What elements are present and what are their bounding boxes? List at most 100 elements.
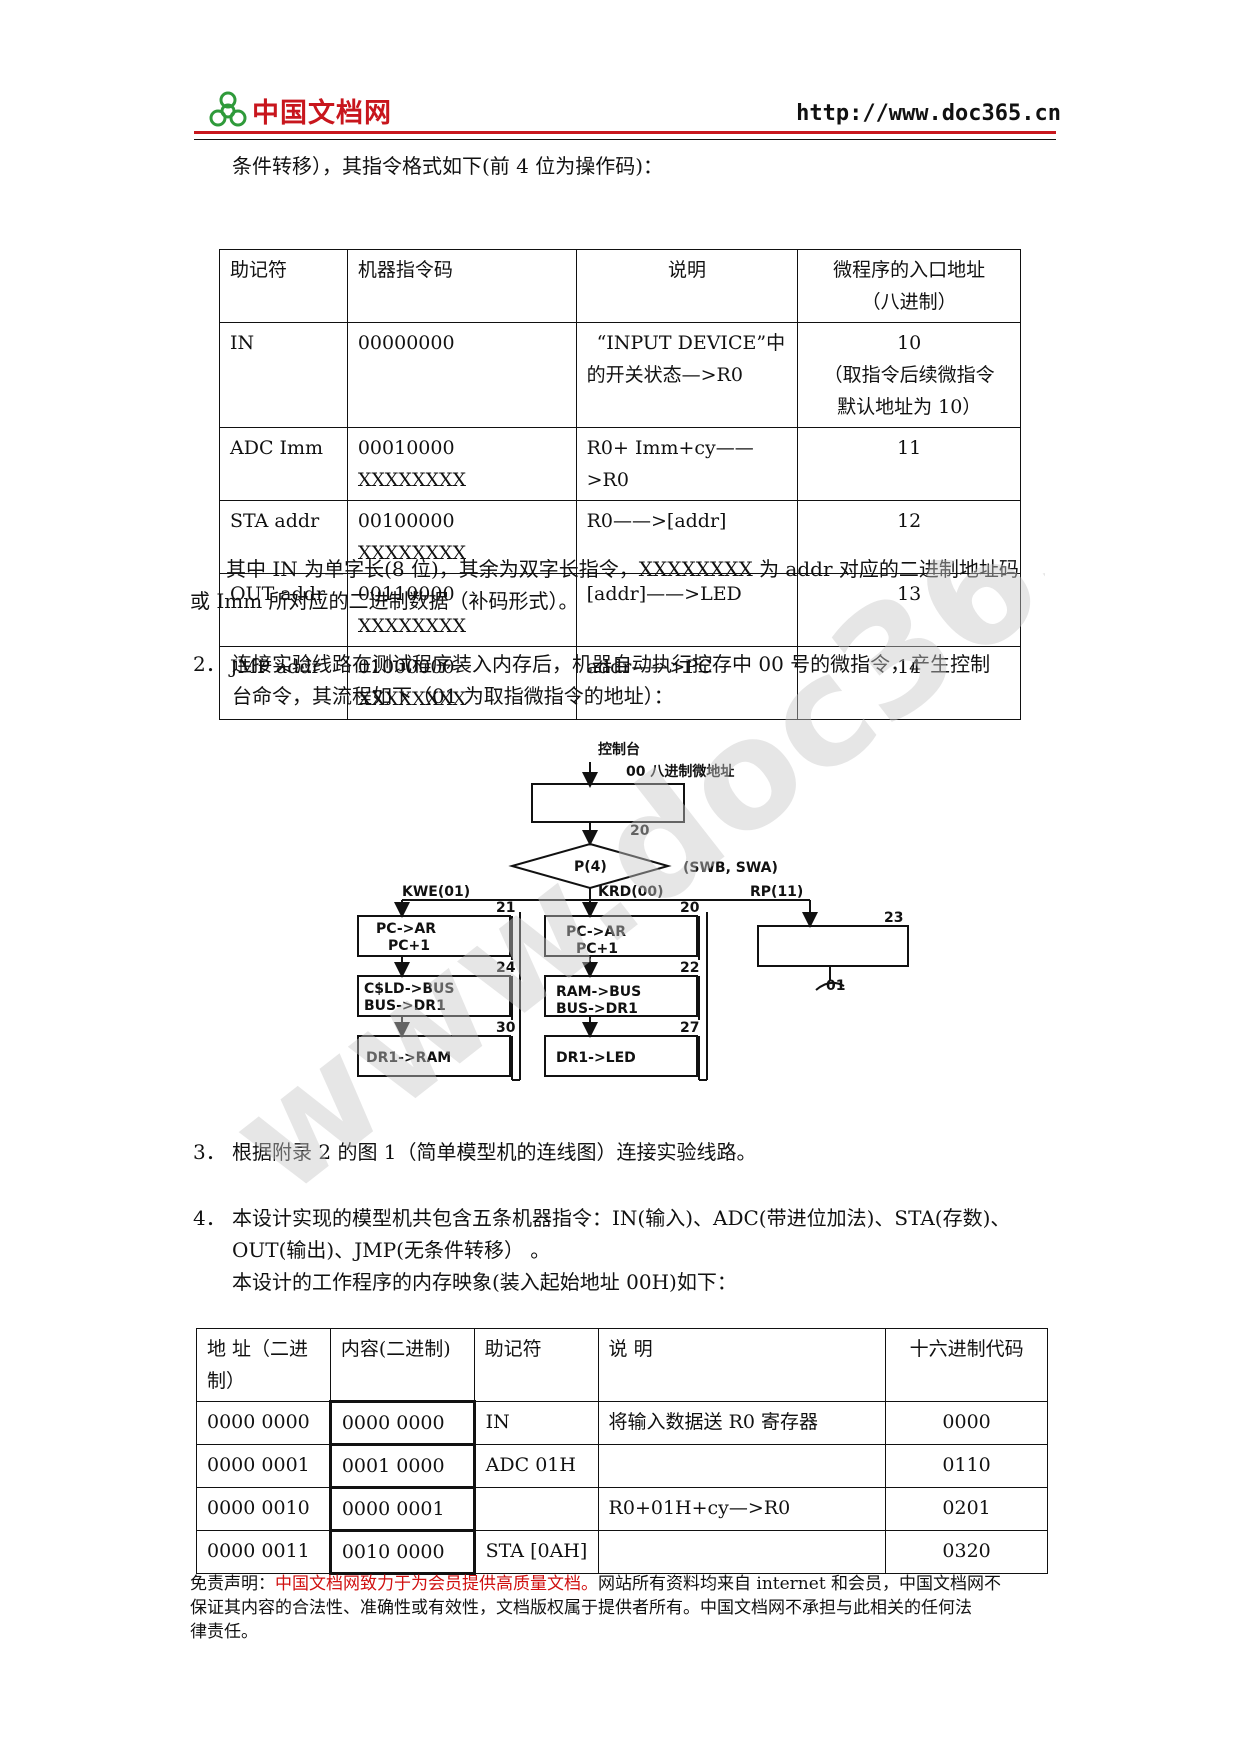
code-cell: 00110000 XXXXXXXX <box>346 573 577 647</box>
content-cell: 0000 0001 <box>328 1486 476 1532</box>
console-box <box>531 783 685 823</box>
site-url-link[interactable]: http://www.doc365.cn <box>796 101 1061 126</box>
fc-krd: KRD(00) <box>598 884 664 900</box>
addr-cell: 0000 0010 <box>196 1487 331 1531</box>
header-cell: 说明 <box>575 249 799 323</box>
header-cell: 机器指令码 <box>346 249 577 323</box>
memory-map-table: 地 址（二进制） 内容(二进制) 助记符 说 明 十六进制代码 0000 000… <box>196 1328 1048 1575</box>
fc-addr-label: 22 <box>680 960 699 976</box>
addr-cell: 12 <box>797 500 1021 574</box>
hex-cell: 0000 <box>885 1401 1048 1445</box>
hex-cell: 0110 <box>885 1444 1048 1488</box>
microprogram-flowchart: 控制台 00 八进制微地址 20 P(4) (SWB, SWA) KWE(01)… <box>357 741 909 1081</box>
header-divider-black <box>194 139 1056 140</box>
fc-box-text: BUS->DR1 <box>364 998 446 1014</box>
table-header-row: 地 址（二进制） 内容(二进制) 助记符 说 明 十六进制代码 <box>196 1328 1048 1402</box>
table-row: ADC Imm 00010000 XXXXXXXX R0+ Imm+cy——>R… <box>219 427 1021 501</box>
table-row: IN 00000000 “INPUT DEVICE”中的开关状态—>R0 10（… <box>219 322 1021 428</box>
fc-decision: P(4) <box>574 859 607 875</box>
fc-switches: (SWB, SWA) <box>683 860 778 876</box>
header-divider-red <box>194 131 1056 134</box>
table-row: 0000 0010 0000 0001 R0+01H+cy—>R0 0201 <box>196 1486 1048 1532</box>
header-cell: 助记符 <box>219 249 348 323</box>
fc-back-label: 01 <box>826 978 845 994</box>
addr-cell: 0000 0011 <box>196 1530 331 1574</box>
fc-box-text: PC->AR <box>376 921 436 937</box>
fc-box-text: PC+1 <box>388 938 430 954</box>
fc-addr-label: 21 <box>496 900 515 916</box>
fc-addr-label: 27 <box>680 1020 699 1036</box>
content-cell: 0001 0000 <box>328 1443 476 1489</box>
desc-cell: addr——>PC <box>575 646 799 720</box>
paragraph-line: 本设计的工作程序的内存映象(装入起始地址 00H)如下： <box>232 1270 737 1294</box>
table-row: 0000 0011 0010 0000 STA [0AH] 0320 <box>196 1529 1048 1575</box>
fc-addr-label: 30 <box>496 1020 516 1036</box>
desc-cell: R0+01H+cy—>R0 <box>597 1487 887 1531</box>
biohazard-logo-icon <box>209 91 247 127</box>
mnemonic-cell: OUT addr <box>219 573 348 647</box>
desc-cell: [addr]——>LED <box>575 573 799 647</box>
site-logo[interactable]: 中国文档网 <box>208 90 392 130</box>
code-cell: 01000000 XXXXXXXX <box>346 646 577 720</box>
fc-box-text: PC->AR <box>566 924 626 940</box>
disclaimer-label: 免责声明： <box>190 1574 275 1594</box>
header-cell: 内容(二进制) <box>329 1328 475 1402</box>
header-cell: 地 址（二进制） <box>196 1328 331 1402</box>
instruction-format-table: 助记符 机器指令码 说明 微程序的入口地址（八进制） IN 00000000 “… <box>219 249 1021 720</box>
addr-cell: 14 <box>797 646 1021 720</box>
intro-text: 条件转移），其指令格式如下(前 4 位为操作码)： <box>232 154 664 178</box>
table-header-row: 助记符 机器指令码 说明 微程序的入口地址（八进制） <box>219 249 1021 323</box>
fc-box-text: PC+1 <box>576 941 618 957</box>
mnemonic-cell: JMP addr <box>219 646 348 720</box>
mnemonic-cell: ADC 01H <box>473 1444 599 1488</box>
paragraph-line: 根据附录 2 的图 1（简单模型机的连线图）连接实验线路。 <box>232 1140 757 1164</box>
hex-cell: 0201 <box>885 1487 1048 1531</box>
table-row: OUT addr 00110000 XXXXXXXX [addr]——>LED … <box>219 573 1021 647</box>
logo-text: 中国文档网 <box>252 97 392 129</box>
disclaimer: 免责声明：中国文档网致力于为会员提供高质量文档。网站所有资料均来自 intern… <box>190 1572 1060 1644</box>
addr-cell: 0000 0001 <box>196 1444 331 1488</box>
header-cell: 助记符 <box>473 1328 599 1402</box>
header-cell: 说 明 <box>597 1328 887 1402</box>
addr-cell: 13 <box>797 573 1021 647</box>
fc-addr-label: 20 <box>630 823 650 839</box>
table-row: STA addr 00100000 XXXXXXXX R0——>[addr] 1… <box>219 500 1021 574</box>
mnemonic-cell: IN <box>219 322 348 428</box>
fc-box-text: BUS->DR1 <box>556 1001 638 1017</box>
fc-addr-label: 24 <box>496 960 516 976</box>
fc-kwe: KWE(01) <box>402 884 470 900</box>
paragraph-line: 或 Imm 所对应的二进制数据（补码形式）。 <box>190 589 579 613</box>
fc-start-addr: 00 八进制微地址 <box>626 763 734 780</box>
fc-addr-label: 23 <box>884 910 903 926</box>
disclaimer-text: 保证其内容的合法性、准确性或有效性，文档版权属于提供者所有。中国文档网不承担与此… <box>190 1598 972 1618</box>
disclaimer-text: 律责任。 <box>190 1622 258 1642</box>
fc-box-text: RAM->BUS <box>556 984 641 1000</box>
desc-cell: R0+ Imm+cy——>R0 <box>575 427 799 501</box>
table-row: JMP addr 01000000 XXXXXXXX addr——>PC 14 <box>219 646 1021 720</box>
mnemonic-cell: ADC Imm <box>219 427 348 501</box>
list-number: 3． <box>193 1140 226 1164</box>
mnemonic-cell: STA addr <box>219 500 348 574</box>
paragraph-line: OUT(输出)、JMP(无条件转移） 。 <box>232 1238 551 1262</box>
paragraph-line: 连接实验线路在测试程序装入内存后，机器自动执行控存中 00 号的微指令，产生控制 <box>232 652 991 676</box>
desc-cell <box>597 1530 887 1574</box>
list-number: 4． <box>193 1206 226 1230</box>
header-cell: 十六进制代码 <box>885 1328 1048 1402</box>
paragraph-line: 其中 IN 为单字长(8 位)，其余为双字长指令，XXXXXXXX 为 addr… <box>226 557 1019 581</box>
fc-box-text: DR1->LED <box>556 1050 636 1066</box>
addr-cell: 10（取指令后续微指令默认地址为 10） <box>797 322 1021 428</box>
fc-console: 控制台 <box>598 741 640 758</box>
paragraph-line: 本设计实现的模型机共包含五条机器指令：IN(输入)、ADC(带进位加法)、STA… <box>232 1206 1011 1230</box>
paragraph-line: 台命令，其流程如下（01 为取指微指令的地址）： <box>232 684 674 708</box>
table-row: 0000 0001 0001 0000 ADC 01H 0110 <box>196 1443 1048 1489</box>
header-cell: 微程序的入口地址（八进制） <box>797 249 1021 323</box>
desc-cell <box>597 1444 887 1488</box>
fc-rp: RP(11) <box>750 884 803 900</box>
table-row: 0000 0000 0000 0000 IN 将输入数据送 R0 寄存器 000… <box>196 1400 1048 1446</box>
disclaimer-highlight: 中国文档网致力于为会员提供高质量文档。 <box>275 1574 598 1594</box>
code-cell: 00100000 XXXXXXXX <box>346 500 577 574</box>
fc-addr-label: 20 <box>680 900 700 916</box>
code-cell: 00000000 <box>346 322 577 428</box>
mnemonic-cell <box>473 1487 599 1531</box>
